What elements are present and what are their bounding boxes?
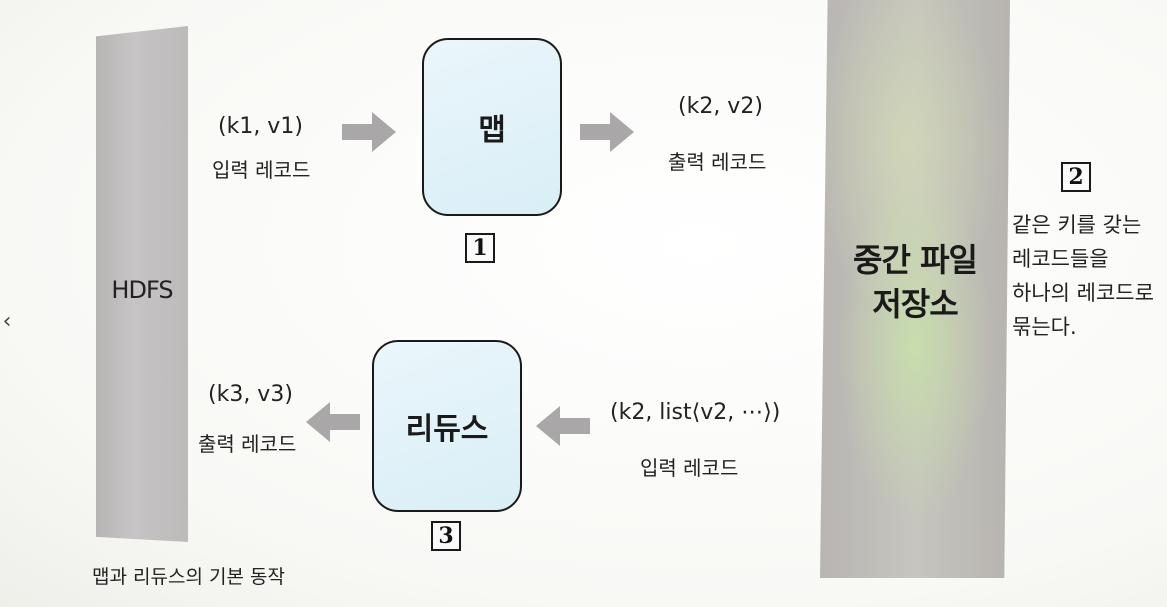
reduce-box: 리듀스 xyxy=(372,340,522,512)
map-output-kv: (k2, v2) xyxy=(678,94,763,119)
reduce-label: 리듀스 xyxy=(405,412,489,447)
storage-label-line-2: 저장소 xyxy=(872,285,958,323)
intermediate-storage-column xyxy=(820,0,1010,578)
shuffle-note-line: 하나의 레코드로 xyxy=(1012,281,1154,305)
figure-caption: 맵과 리듀스의 기본 동작 xyxy=(92,566,285,588)
arrow-left-icon xyxy=(536,406,590,446)
step-1-badge: 1 xyxy=(465,233,495,263)
shuffle-note-line: 레코드들을 xyxy=(1012,247,1109,271)
shuffle-note-line: 같은 키를 갖는 xyxy=(1012,213,1142,237)
shuffle-note-line: 묶는다. xyxy=(1012,315,1077,339)
reduce-input-kv: (k2, list⟨v2, ⋯⟩) xyxy=(610,400,781,425)
step-2-badge: 2 xyxy=(1061,162,1091,192)
storage-label-line-1: 중간 파일 xyxy=(853,241,978,279)
hdfs-label: HDFS xyxy=(111,276,173,304)
shuffle-note: 같은 키를 갖는 레코드들을 하나의 레코드로 묶는다. xyxy=(1012,208,1154,344)
reduce-output-label: 출력 레코드 xyxy=(198,432,297,456)
arrow-left-icon xyxy=(306,402,360,442)
arrow-right-icon xyxy=(580,112,634,152)
map-input-kv: (k1, v1) xyxy=(218,114,303,139)
previous-page-button[interactable]: ‹ xyxy=(2,309,12,334)
hdfs-column xyxy=(96,26,188,542)
reduce-output-kv: (k3, v3) xyxy=(208,382,293,407)
map-box: 맵 xyxy=(422,38,562,216)
map-output-label: 출력 레코드 xyxy=(668,150,767,174)
intermediate-storage-label: 중간 파일 저장소 xyxy=(820,238,1010,326)
reduce-input-label: 입력 레코드 xyxy=(640,456,739,480)
map-label: 맵 xyxy=(478,113,506,148)
step-3-badge: 3 xyxy=(431,521,461,551)
arrow-right-icon xyxy=(342,112,396,152)
map-input-label: 입력 레코드 xyxy=(212,158,311,182)
